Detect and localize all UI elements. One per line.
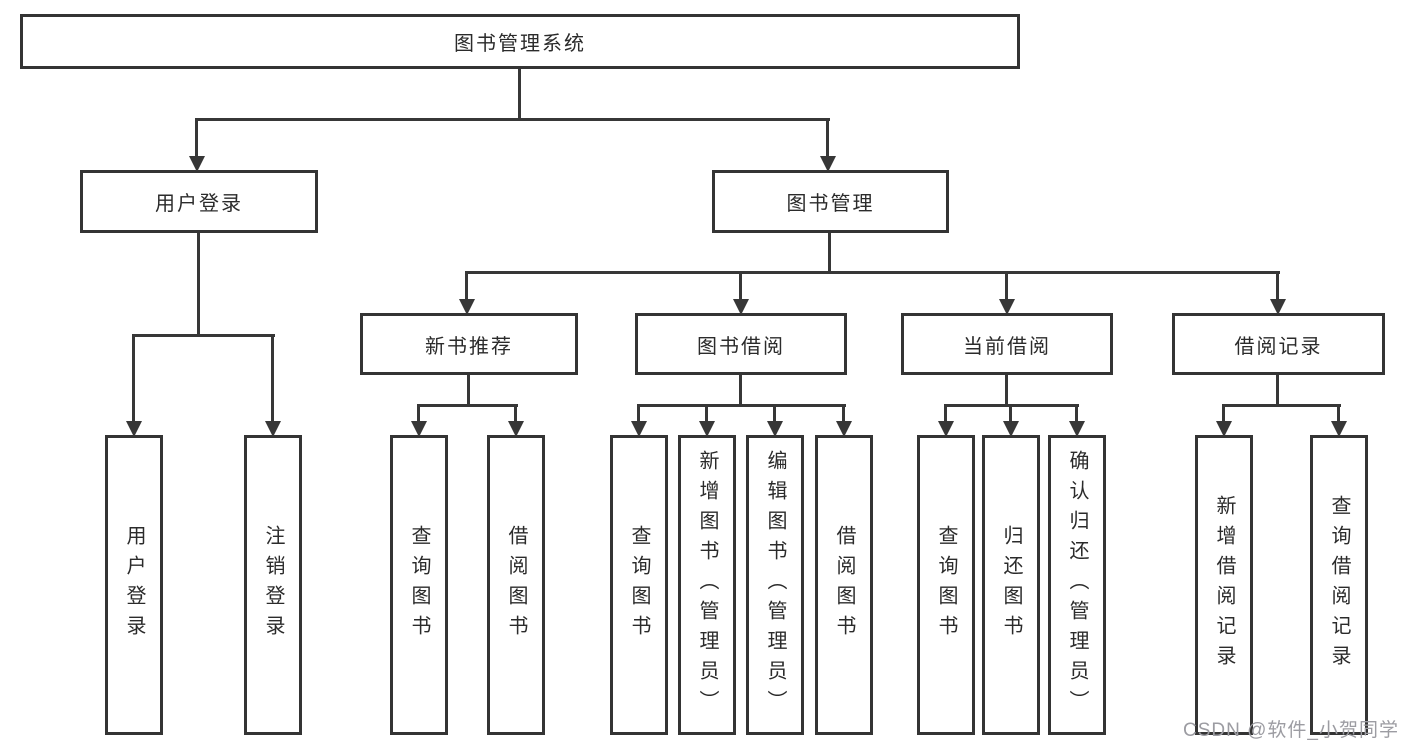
leaf-label: 借阅图书 <box>833 525 855 645</box>
leaf-label: 新增借阅记录 <box>1213 495 1235 675</box>
connector-vline <box>705 405 708 421</box>
leaf-label: 查询图书 <box>628 525 650 645</box>
connector-vline <box>518 69 521 121</box>
connector-vline <box>465 272 468 300</box>
leaf-label: 归还图书 <box>1000 525 1022 645</box>
leaf-borrow-books-recommend: 借阅图书 <box>487 435 545 735</box>
connector-vline <box>842 405 845 421</box>
connector-vline <box>1276 375 1279 407</box>
connector-vline <box>1276 272 1279 300</box>
connector-vline <box>637 405 640 421</box>
connector-hline <box>132 334 275 337</box>
leaf-label: 查询图书 <box>408 525 430 645</box>
arrowhead-down-icon <box>508 421 524 437</box>
connector-vline <box>828 233 831 274</box>
connector-hline <box>417 404 518 407</box>
arrowhead-down-icon <box>733 299 749 315</box>
connector-vline <box>1075 405 1078 421</box>
arrowhead-down-icon <box>999 299 1015 315</box>
connector-vline <box>195 119 198 158</box>
leaf-return-books: 归还图书 <box>982 435 1040 735</box>
arrowhead-down-icon <box>1216 421 1232 437</box>
arrowhead-down-icon <box>459 299 475 315</box>
leaf-label: 用户登录 <box>123 525 145 645</box>
connector-vline <box>514 405 517 421</box>
arrowhead-down-icon <box>699 421 715 437</box>
leaf-query-borrow-record: 查询借阅记录 <box>1310 435 1368 735</box>
leaf-query-books-borrow: 查询图书 <box>610 435 668 735</box>
connector-hline <box>195 118 830 121</box>
arrowhead-down-icon <box>189 156 205 172</box>
leaf-add-books-admin: 新增图书（管理员） <box>678 435 736 735</box>
leaf-query-books-current: 查询图书 <box>917 435 975 735</box>
csdn-watermark: CSDN @软件_小贺同学 <box>1183 720 1399 741</box>
connector-vline <box>1009 405 1012 421</box>
arrowhead-down-icon <box>126 421 142 437</box>
connector-hline <box>637 404 846 407</box>
leaf-edit-books-admin: 编辑图书（管理员） <box>746 435 804 735</box>
connector-vline <box>132 335 135 421</box>
leaf-add-borrow-record: 新增借阅记录 <box>1195 435 1253 735</box>
connector-vline <box>467 375 470 407</box>
node-borrow-record: 借阅记录 <box>1172 313 1385 375</box>
arrowhead-down-icon <box>1069 421 1085 437</box>
connector-vline <box>739 272 742 300</box>
leaf-label: 借阅图书 <box>505 525 527 645</box>
leaf-label: 编辑图书（管理员） <box>764 450 786 720</box>
connector-vline <box>944 405 947 421</box>
arrowhead-down-icon <box>820 156 836 172</box>
leaf-user-login: 用户登录 <box>105 435 163 735</box>
connector-vline <box>417 405 420 421</box>
arrowhead-down-icon <box>836 421 852 437</box>
connector-vline <box>1337 405 1340 421</box>
leaf-label: 新增图书（管理员） <box>696 450 718 720</box>
node-new-book-recommend: 新书推荐 <box>360 313 578 375</box>
connector-vline <box>1005 375 1008 407</box>
connector-vline <box>826 119 829 158</box>
node-book-management: 图书管理 <box>712 170 949 233</box>
connector-vline <box>1005 272 1008 300</box>
node-root-library-system: 图书管理系统 <box>20 14 1020 69</box>
arrowhead-down-icon <box>411 421 427 437</box>
arrowhead-down-icon <box>1331 421 1347 437</box>
arrowhead-down-icon <box>767 421 783 437</box>
node-user-login: 用户登录 <box>80 170 318 233</box>
arrowhead-down-icon <box>631 421 647 437</box>
leaf-label: 注销登录 <box>262 525 284 645</box>
node-current-borrow: 当前借阅 <box>901 313 1113 375</box>
arrowhead-down-icon <box>1270 299 1286 315</box>
connector-vline <box>739 375 742 407</box>
leaf-label: 查询借阅记录 <box>1328 495 1350 675</box>
leaf-label: 查询图书 <box>935 525 957 645</box>
arrowhead-down-icon <box>938 421 954 437</box>
connector-hline <box>465 271 1280 274</box>
arrowhead-down-icon <box>1003 421 1019 437</box>
leaf-logout: 注销登录 <box>244 435 302 735</box>
leaf-label: 确认归还（管理员） <box>1066 450 1088 720</box>
connector-vline <box>1222 405 1225 421</box>
connector-vline <box>271 335 274 421</box>
connector-hline <box>1222 404 1341 407</box>
leaf-borrow-books: 借阅图书 <box>815 435 873 735</box>
connector-vline <box>773 405 776 421</box>
leaf-confirm-return-admin: 确认归还（管理员） <box>1048 435 1106 735</box>
arrowhead-down-icon <box>265 421 281 437</box>
connector-vline <box>197 233 200 337</box>
node-book-borrow: 图书借阅 <box>635 313 847 375</box>
connector-hline <box>944 404 1079 407</box>
leaf-query-books-recommend: 查询图书 <box>390 435 448 735</box>
